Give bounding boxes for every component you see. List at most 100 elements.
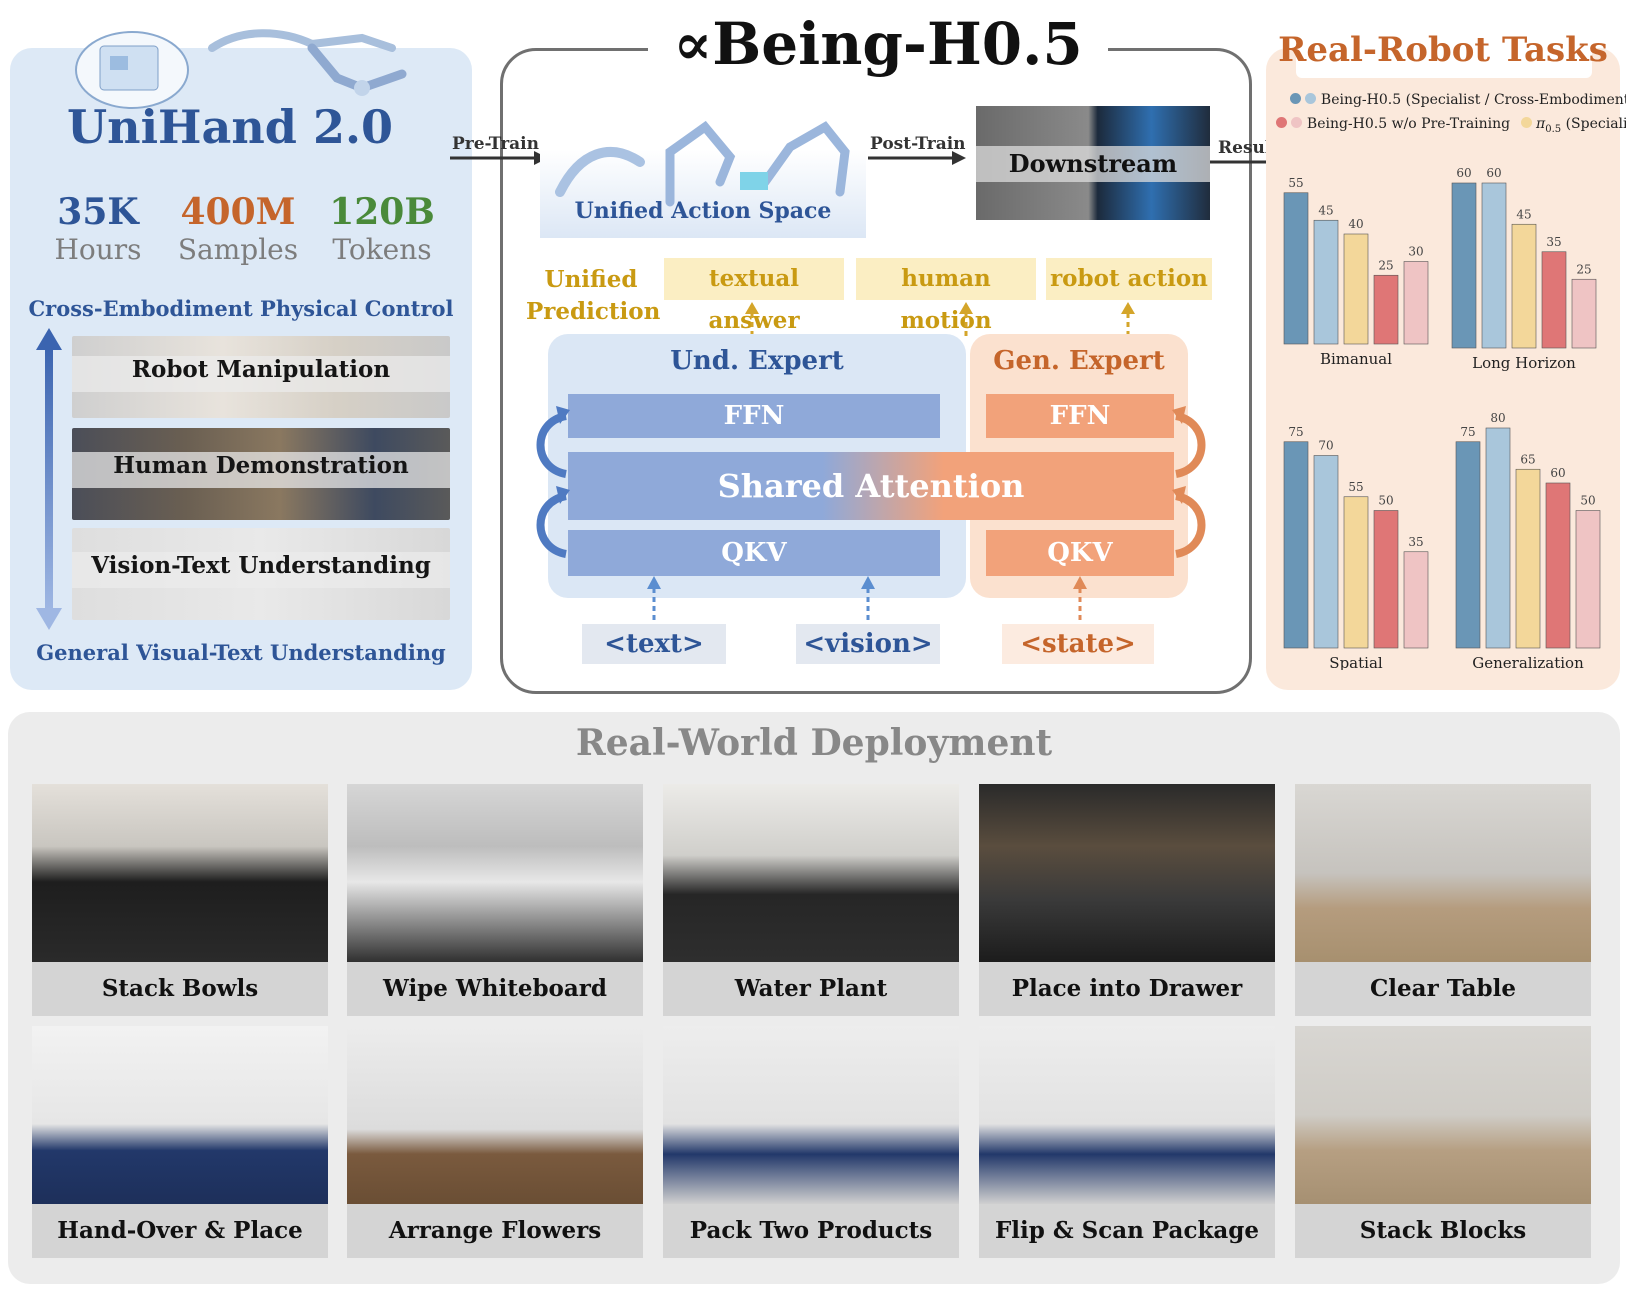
- legend-dot-icon: [1305, 93, 1317, 104]
- hand-illustration: [75, 29, 407, 109]
- text-token: <text>: [582, 624, 726, 664]
- real-world-deployment-title: Real-World Deployment: [575, 722, 1053, 764]
- bar: [1451, 182, 1477, 349]
- bar-value-label: 65: [1520, 452, 1535, 466]
- robot-action-box: robot action: [1046, 258, 1212, 300]
- being-h05-title: ∝Being-H0.5: [673, 10, 1083, 78]
- bar-value-label: 75: [1460, 425, 1475, 439]
- bar-value-label: 35: [1546, 235, 1561, 249]
- task-photo: [1295, 784, 1591, 962]
- stat-value: 120B: [329, 191, 435, 233]
- robot-manipulation-card: Robot Manipulation: [72, 336, 450, 418]
- task-label: Wipe Whiteboard: [383, 975, 607, 1002]
- bar: [1343, 233, 1369, 345]
- pretrain-arrow-icon: [450, 151, 548, 165]
- task-label: Pack Two Products: [689, 1217, 933, 1244]
- bar: [1313, 219, 1339, 345]
- loop-arrow-right-icon: [1172, 406, 1206, 558]
- task-card: Arrange Flowers: [347, 1026, 643, 1258]
- bar: [1373, 510, 1399, 649]
- bar: [1571, 278, 1597, 349]
- stat-tokens: 120B Tokens: [312, 192, 452, 268]
- bar: [1515, 468, 1541, 649]
- dashed-arrow-icon: [1121, 302, 1135, 336]
- bar-value-label: 60: [1550, 466, 1565, 480]
- task-card: Wipe Whiteboard: [347, 784, 643, 1016]
- proportional-logo-icon: ∝: [673, 10, 713, 78]
- state-token: <state>: [1002, 624, 1154, 664]
- vision-text-card: Vision-Text Understanding: [72, 528, 450, 620]
- task-label: Place into Drawer: [1011, 975, 1243, 1002]
- task-card: Place into Drawer: [979, 784, 1275, 1016]
- posttrain-arrow-icon: [868, 151, 966, 165]
- stat-label: Hours: [54, 233, 142, 266]
- bar-value-label: 40: [1348, 217, 1363, 231]
- task-card: Hand-Over & Place: [32, 1026, 328, 1258]
- downstream-label: Downstream: [1008, 149, 1178, 178]
- real-robot-tasks-title: Real-Robot Tasks: [1278, 30, 1608, 70]
- stat-samples: 400M Samples: [168, 192, 308, 268]
- task-card: Water Plant: [663, 784, 959, 1016]
- bar-value-label: 45: [1318, 203, 1333, 217]
- human-motion-box: human motion: [856, 258, 1036, 334]
- task-photo: [32, 784, 328, 962]
- task-label: Water Plant: [734, 975, 888, 1002]
- task-photo: [347, 784, 643, 962]
- legend-row-1: Being-H0.5 (Specialist / Cross-Embodimen…: [1290, 92, 1626, 108]
- task-photo: [979, 1026, 1275, 1204]
- task-card: Stack Bowls: [32, 784, 328, 1016]
- task-card: Pack Two Products: [663, 1026, 959, 1258]
- general-understanding-heading: General Visual-Text Understanding: [36, 640, 446, 665]
- bar: [1373, 274, 1399, 345]
- stat-label: Samples: [177, 233, 299, 266]
- bar-value-label: 35: [1408, 535, 1423, 549]
- unified-action-space-label: Unified Action Space: [574, 198, 832, 224]
- bar-value-label: 25: [1378, 258, 1393, 272]
- unihand-title: UniHand 2.0: [67, 100, 393, 154]
- legend-dot-icon: [1290, 93, 1301, 104]
- cross-embodiment-heading: Cross-Embodiment Physical Control: [28, 296, 454, 321]
- double-arrow-icon: [36, 328, 62, 630]
- dashed-arrow-icon: [959, 302, 973, 336]
- bar-value-label: 55: [1348, 480, 1363, 494]
- task-photo: [347, 1026, 643, 1204]
- bar: [1481, 182, 1507, 349]
- task-label: Hand-Over & Place: [57, 1217, 303, 1244]
- bar: [1283, 441, 1309, 649]
- textual-answer-box: textual answer: [664, 258, 844, 334]
- bar: [1313, 455, 1339, 649]
- task-photo: [32, 1026, 328, 1204]
- legend-dot-icon: [1520, 117, 1532, 128]
- category-label: Spatial: [1329, 654, 1383, 670]
- category-label: Generalization: [1472, 654, 1584, 670]
- shared-attention-bar: Shared Attention: [568, 452, 1174, 520]
- bar: [1283, 192, 1309, 345]
- human-demonstration-card: Human Demonstration: [72, 428, 450, 520]
- bar-value-label: 30: [1408, 245, 1423, 259]
- task-label: Stack Bowls: [101, 975, 259, 1002]
- bar: [1403, 551, 1429, 649]
- und-expert-title: Und. Expert: [670, 346, 844, 376]
- stat-label: Tokens: [332, 233, 432, 266]
- bar: [1485, 427, 1511, 649]
- bar: [1511, 223, 1537, 349]
- task-label: Clear Table: [1370, 975, 1516, 1002]
- category-label: Long Horizon: [1472, 354, 1576, 372]
- dashed-arrow-icon: [861, 576, 875, 620]
- bar-value-label: 25: [1576, 262, 1591, 276]
- bar: [1545, 482, 1571, 649]
- stat-value: 400M: [180, 191, 296, 233]
- bar: [1403, 261, 1429, 345]
- card-label: Robot Manipulation: [131, 356, 391, 383]
- bar-value-label: 50: [1580, 494, 1595, 508]
- dashed-arrow-icon: [1073, 576, 1087, 620]
- task-card: Stack Blocks: [1295, 1026, 1591, 1258]
- vision-token: <vision>: [796, 624, 940, 664]
- task-photo: [663, 784, 959, 962]
- bar-value-label: 60: [1456, 166, 1471, 180]
- bar-value-label: 70: [1318, 439, 1333, 453]
- und-qkv-bar: QKV: [568, 530, 940, 576]
- task-label: Stack Blocks: [1359, 1217, 1527, 1244]
- task-card: Flip & Scan Package: [979, 1026, 1275, 1258]
- unified-prediction-label: Unified Prediction: [526, 266, 661, 325]
